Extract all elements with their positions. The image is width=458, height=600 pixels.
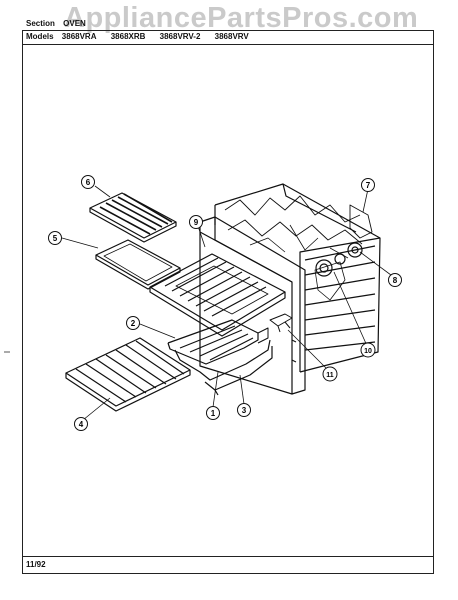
svg-text:2: 2 [131, 319, 136, 328]
diagram-frame [22, 30, 434, 574]
svg-text:10: 10 [364, 348, 372, 355]
model-2: 3868XRB [110, 32, 146, 41]
broil-grid [89, 192, 177, 243]
callout-3: 3 [237, 403, 251, 417]
callout-7: 7 [361, 178, 375, 192]
models-header: Models 3868VRA 3868XRB 3868VRV-2 3868VRV [26, 32, 261, 41]
callout-10: 10 [360, 342, 376, 358]
bake-element [167, 319, 269, 365]
svg-text:3: 3 [242, 406, 247, 415]
section-header: Section OVEN [26, 19, 86, 28]
callout-4: 4 [74, 417, 88, 431]
section-value: OVEN [63, 19, 86, 28]
element-bracket [269, 313, 293, 333]
footer-date: 11/92 [26, 560, 46, 569]
broil-element [174, 339, 273, 396]
svg-text:9: 9 [194, 218, 199, 227]
header-rule [22, 44, 434, 45]
thermostat-knob-assembly [315, 242, 363, 277]
model-1: 3868VRA [61, 32, 97, 41]
leader-lines [61, 185, 396, 421]
model-3: 3868VRV-2 [159, 32, 201, 41]
footer-rule [22, 556, 434, 557]
oven-cavity [214, 183, 381, 373]
callout-8: 8 [388, 273, 402, 287]
callouts: 1 2 3 4 5 6 7 8 [48, 175, 402, 431]
callout-2: 2 [126, 316, 140, 330]
svg-text:1: 1 [211, 409, 216, 418]
models-label: Models [26, 32, 54, 41]
callout-9: 9 [189, 215, 203, 229]
svg-text:6: 6 [86, 178, 91, 187]
broil-pan-insert [149, 253, 286, 337]
callout-11: 11 [322, 366, 338, 382]
svg-text:5: 5 [53, 234, 58, 243]
broil-pan [95, 239, 181, 290]
section-label: Section [26, 19, 55, 28]
svg-text:11: 11 [326, 372, 334, 379]
callout-6: 6 [81, 175, 95, 189]
front-frame [199, 216, 306, 395]
model-4: 3868VRV [214, 32, 249, 41]
watermark-text: AppliancePartsPros.com [64, 2, 419, 34]
svg-text:7: 7 [366, 181, 371, 190]
oven-rack [65, 337, 191, 412]
svg-text:8: 8 [393, 276, 398, 285]
callout-1: 1 [206, 406, 220, 420]
callout-5: 5 [48, 231, 62, 245]
svg-text:4: 4 [79, 420, 84, 429]
